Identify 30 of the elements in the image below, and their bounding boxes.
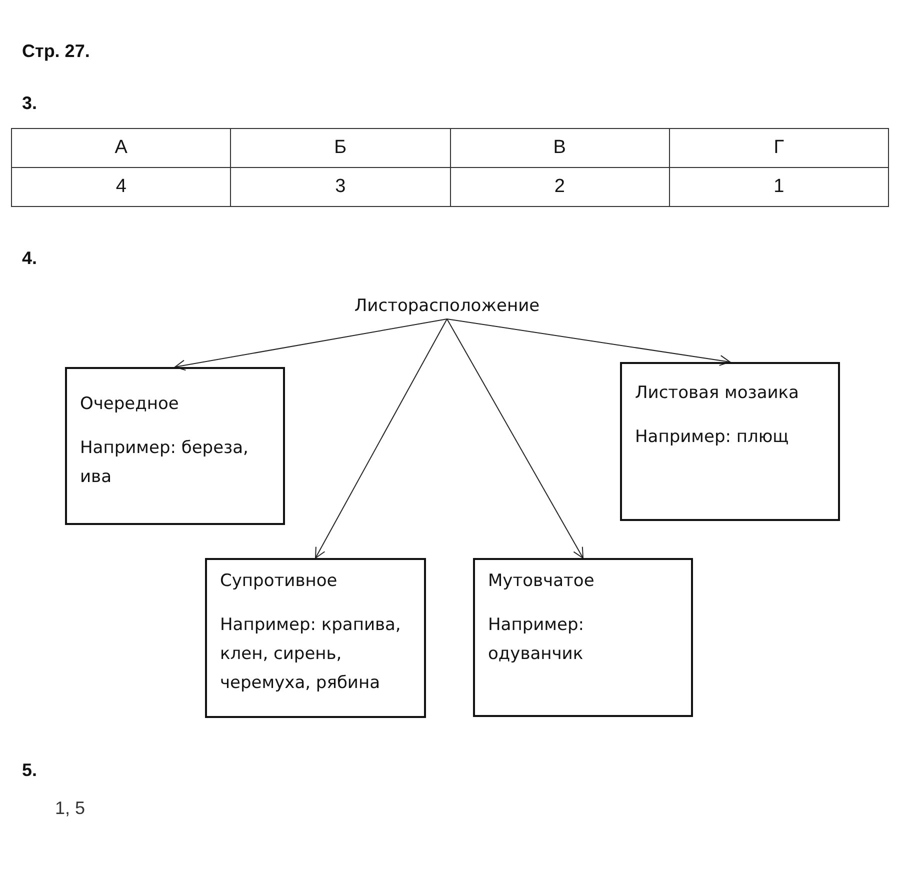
table-cell: Г: [669, 128, 888, 168]
arrow: [446, 318, 584, 558]
category-box: [620, 362, 840, 521]
box-text: Например: одуванчик: [488, 614, 585, 666]
task-number: 5.: [22, 759, 38, 781]
page-heading: Стр. 27.: [22, 40, 90, 62]
table-cell: А: [12, 128, 231, 168]
box-heading: Супротивное: [220, 570, 338, 593]
task-number: 4.: [22, 247, 38, 269]
table-cell: 1: [669, 168, 888, 206]
box-text: Например: крапива, клен, сирень, черемуха, рябина: [220, 614, 402, 695]
table-cell: В: [450, 128, 670, 168]
table-cell: Б: [230, 128, 450, 168]
arrow: [174, 318, 448, 371]
answer-text: 1, 5: [55, 797, 86, 819]
box-heading: Листовая мозаика: [635, 382, 800, 405]
table-cell: 3: [230, 168, 450, 206]
category-label: Листорасположение: [354, 295, 540, 317]
box-text: Например: береза, ива: [80, 437, 250, 489]
task-number: 3.: [22, 92, 38, 114]
table-cell: 4: [12, 168, 231, 206]
category-box: [65, 367, 285, 525]
box-heading: Мутовчатое: [488, 570, 596, 593]
box-text: Например: плющ: [635, 426, 790, 449]
box-heading: Очередное: [80, 393, 180, 416]
category-box: [473, 558, 693, 717]
arrow: [315, 318, 448, 558]
table-cell: 2: [450, 168, 670, 206]
category-box: [205, 558, 426, 718]
arrow: [446, 318, 730, 366]
